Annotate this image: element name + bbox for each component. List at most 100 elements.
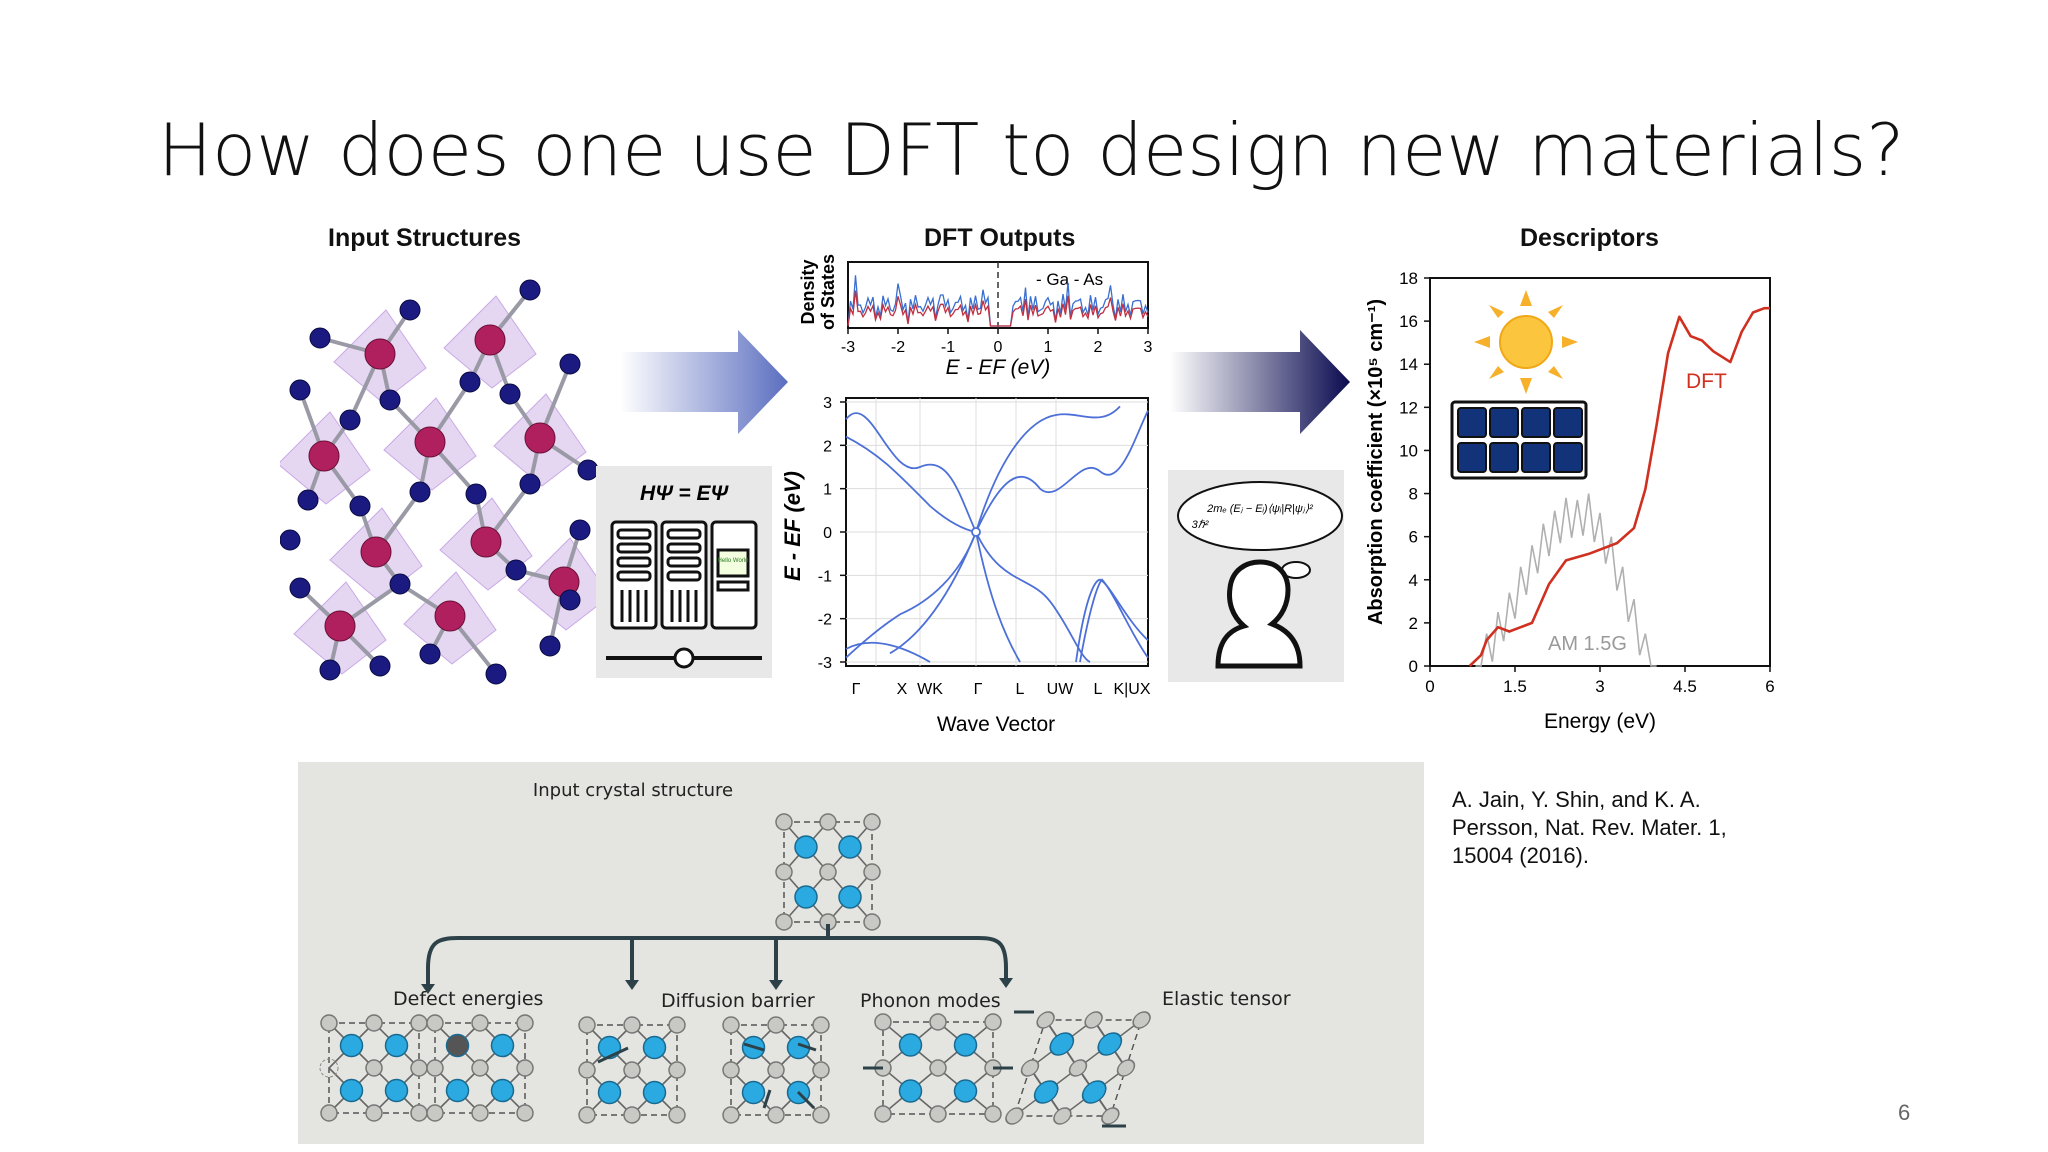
gray-atom xyxy=(320,1014,338,1032)
gray-atom xyxy=(668,1106,686,1124)
gray-atom xyxy=(1116,1059,1136,1077)
phonon-arrow xyxy=(762,1089,772,1109)
as-atom xyxy=(319,659,341,681)
ga-atom xyxy=(414,426,446,458)
gray-atom xyxy=(410,1104,428,1122)
as-atom xyxy=(409,481,431,503)
arrow-to-descriptors xyxy=(1170,330,1350,434)
as-atom xyxy=(289,577,311,599)
dos-ylabel-2: of States xyxy=(818,254,838,330)
bands-ytick-label: 3 xyxy=(823,395,832,412)
gray-atom xyxy=(1005,1107,1024,1125)
gray-atom xyxy=(812,1016,830,1034)
absorption-ytick-label: 18 xyxy=(1399,269,1418,288)
dos-xtick-label: 0 xyxy=(994,339,1003,356)
blue-atom xyxy=(339,1078,364,1103)
blue-atom xyxy=(898,1033,923,1057)
as-atom xyxy=(519,279,541,301)
gray-atom xyxy=(471,1014,489,1032)
gray-atom xyxy=(578,1106,596,1124)
as-atom xyxy=(505,559,527,581)
gray-atom xyxy=(819,863,837,881)
elastic-cell-stretch xyxy=(874,1013,1002,1123)
as-atom xyxy=(289,379,311,401)
gray-atom xyxy=(1101,1107,1120,1125)
absorption-xtick-label: 3 xyxy=(1595,677,1604,696)
diffusion-barrier-label: Diffusion barrier xyxy=(661,990,815,1012)
thinking-person-box: 2mₑ (Eⱼ − Eᵢ)⟨ψᵢ|R|ψⱼ⟩² 3ℏ² xyxy=(1168,470,1344,682)
gray-atom xyxy=(863,913,881,931)
blue-atom xyxy=(490,1078,515,1103)
gray-atom xyxy=(578,1016,596,1034)
elastic-tensor-label: Elastic tensor xyxy=(1162,988,1291,1010)
citation: A. Jain, Y. Shin, and K. A. Persson, Nat… xyxy=(1452,787,1727,868)
blue-atom xyxy=(794,835,818,859)
bands-ytick-label: -1 xyxy=(818,568,832,585)
gray-atom xyxy=(775,863,793,881)
as-atom xyxy=(389,573,411,595)
gray-atom xyxy=(929,1013,947,1031)
blue-atom xyxy=(339,1033,364,1058)
gray-atom xyxy=(623,1106,641,1124)
workflow-diagram xyxy=(319,813,1151,1128)
am15g-series-label: AM 1.5G xyxy=(1548,633,1627,655)
input-crystal-label: Input crystal structure xyxy=(532,780,734,801)
ga-atom xyxy=(324,610,356,642)
thinking-person-icon: 2mₑ (Eⱼ − Eᵢ)⟨ψᵢ|R|ψⱼ⟩² 3ℏ² xyxy=(1177,481,1343,669)
phonon-arrow xyxy=(743,1042,765,1052)
absorption-ytick-label: 10 xyxy=(1399,441,1418,460)
absorption-ytick-label: 14 xyxy=(1399,355,1418,374)
phonon-modes-label: Phonon modes xyxy=(860,990,1001,1012)
absorption-xtick-label: 6 xyxy=(1765,677,1774,696)
ga-atom xyxy=(308,440,340,472)
bands-kpoint-label: K|UX xyxy=(1113,681,1150,698)
blue-atom xyxy=(642,1080,667,1105)
svg-text:3ℏ²: 3ℏ² xyxy=(1192,519,1209,531)
blue-atom xyxy=(642,1035,667,1060)
bands-ytick-label: 0 xyxy=(823,525,832,542)
as-atom xyxy=(297,489,319,511)
as-atom xyxy=(309,327,331,349)
gray-atom xyxy=(767,1106,785,1124)
descriptors-title: Descriptors xyxy=(1520,224,1659,252)
crystal-structure-image xyxy=(280,279,600,685)
bands-ytick-label: -3 xyxy=(818,655,832,672)
defect-energies-label: Defect energies xyxy=(393,988,544,1010)
gray-atom xyxy=(812,1106,830,1124)
gray-atom xyxy=(775,913,793,931)
bands-ytick-label: -2 xyxy=(818,612,832,629)
blue-atom xyxy=(384,1078,409,1103)
gray-atom xyxy=(767,1061,785,1079)
gray-atom xyxy=(1053,1107,1072,1125)
ga-atom xyxy=(524,422,556,454)
gray-atom xyxy=(874,1013,892,1031)
property-workflow-figure: Input crystal structure Defect energies … xyxy=(298,762,1424,1144)
absorption-chart: Absorption coefficient (×10⁵ cm⁻¹) 02468… xyxy=(1365,269,1775,733)
gray-atom xyxy=(516,1059,534,1077)
bands-kpoint-label: Γ xyxy=(852,681,861,698)
defect-vacancy-cell xyxy=(319,1014,428,1122)
dos-ga-curve xyxy=(847,290,1149,327)
absorption-ytick-label: 0 xyxy=(1409,657,1418,676)
slide-title: How does one use DFT to design new mater… xyxy=(158,108,1905,192)
dft-series-label: DFT xyxy=(1686,370,1727,393)
dos-xlabel: E - EF (eV) xyxy=(946,356,1051,379)
ga-atom xyxy=(360,536,392,568)
gray-atom xyxy=(623,1061,641,1079)
diffusion-cell xyxy=(578,1016,686,1124)
dos-xtick-label: 2 xyxy=(1094,339,1103,356)
as-atom xyxy=(339,409,361,431)
gray-atom xyxy=(668,1061,686,1079)
phonon-cell xyxy=(722,1016,830,1124)
defect-substitution-cell xyxy=(426,1014,534,1122)
tree-arrowhead xyxy=(999,978,1013,988)
input-crystal-cell xyxy=(775,813,881,931)
band-curve xyxy=(889,531,977,655)
gray-atom xyxy=(1068,1059,1088,1077)
dos-legend: - Ga - As xyxy=(1036,270,1103,289)
dos-xtick-label: 3 xyxy=(1144,339,1153,356)
tree-branch xyxy=(426,936,1008,969)
gray-atom xyxy=(623,1016,641,1034)
diffusion-arrow xyxy=(597,1046,629,1064)
dft-curve xyxy=(1468,306,1770,667)
